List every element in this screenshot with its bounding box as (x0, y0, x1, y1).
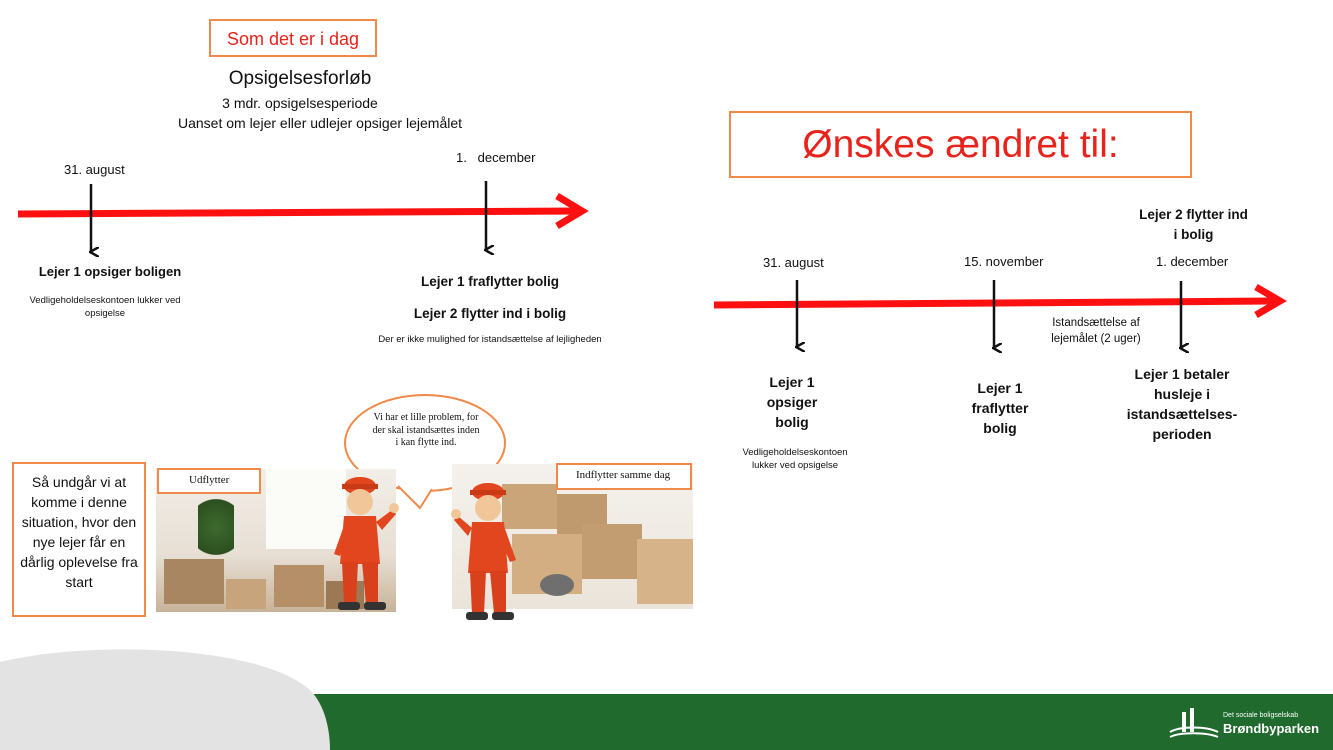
left-subheading-1: 3 mdr. opsigelsesperiode (222, 95, 378, 111)
box-shape-1 (164, 559, 224, 604)
right-date-3: 1. december (1156, 254, 1229, 269)
right-date-1: 31. august (763, 255, 824, 270)
logo-small-text: Det sociale boligselskab (1223, 712, 1299, 719)
left-event-1-note: Vedligeholdelseskontoen lukker ved opsig… (29, 295, 181, 319)
situation-text: Så undgår vi at komme i denne situation,… (20, 474, 138, 590)
left-timeline-arrow (17, 192, 589, 230)
grey-corner-shape (0, 649, 330, 750)
right-event-2: Lejer 1 fraflytter bolig (971, 380, 1029, 436)
right-top-event: Lejer 2 flytter ind i bolig (1139, 207, 1248, 242)
right-timeline-arrow (713, 283, 1287, 319)
move-in-label-box: Indflytter samme dag (556, 463, 692, 490)
footer-logo: Det sociale boligselskab Brøndbyparken (1168, 706, 1328, 744)
plates-shape (540, 574, 574, 596)
box-shape-5 (502, 484, 557, 529)
logo-name: Brøndbyparken (1223, 721, 1320, 736)
left-tag-text: Som det er i dag (226, 29, 360, 49)
speech-text: Vi har et lille problem, for der skal is… (372, 412, 480, 448)
left-subheading-2: Uanset om lejer eller udlejer opsiger le… (177, 115, 463, 131)
left-date-2: 1. december (456, 150, 536, 165)
box-shape-8 (582, 524, 642, 579)
left-heading: Opsigelsesforløb (228, 68, 372, 89)
left-event-1-title: Lejer 1 opsiger boligen (38, 264, 182, 279)
left-tag-box: Som det er i dag (209, 19, 377, 57)
box-shape-3 (274, 565, 324, 607)
right-event-1: Lejer 1 opsiger bolig (766, 374, 818, 430)
right-event-1-note: Vedligeholdelseskontoen lukker ved opsig… (742, 447, 848, 471)
situation-box: Så undgår vi at komme i denne situation,… (12, 462, 146, 617)
right-tag-box: Ønskes ændret til: (729, 111, 1192, 178)
left-date-1: 31. august (64, 162, 125, 177)
logo-icon (1169, 708, 1219, 738)
right-event-3: Lejer 1 betaler husleje i istandsættelse… (1126, 366, 1238, 442)
right-tag-text: Ønskes ændret til: (802, 123, 1119, 166)
move-in-label: Indflytter samme dag (576, 469, 671, 481)
right-date-2: 15. november (964, 254, 1044, 269)
left-event-2-line-2: Lejer 2 flytter ind i bolig (413, 306, 567, 321)
move-out-label-box: Udflytter (157, 468, 261, 494)
left-event-2-note: Der er ikke mulighed for istandsættelse … (378, 334, 602, 345)
worker-right (451, 483, 516, 620)
move-out-label: Udflytter (189, 474, 230, 486)
worker-left (334, 477, 399, 610)
plant-shape (198, 499, 234, 569)
window-shape (266, 469, 346, 549)
box-shape-9 (637, 539, 693, 604)
right-mid-note: Istandsættelse af lejemålet (2 uger) (1051, 317, 1141, 345)
left-event-2-line-1: Lejer 1 fraflytter bolig (420, 274, 560, 289)
box-shape-2 (226, 579, 266, 609)
